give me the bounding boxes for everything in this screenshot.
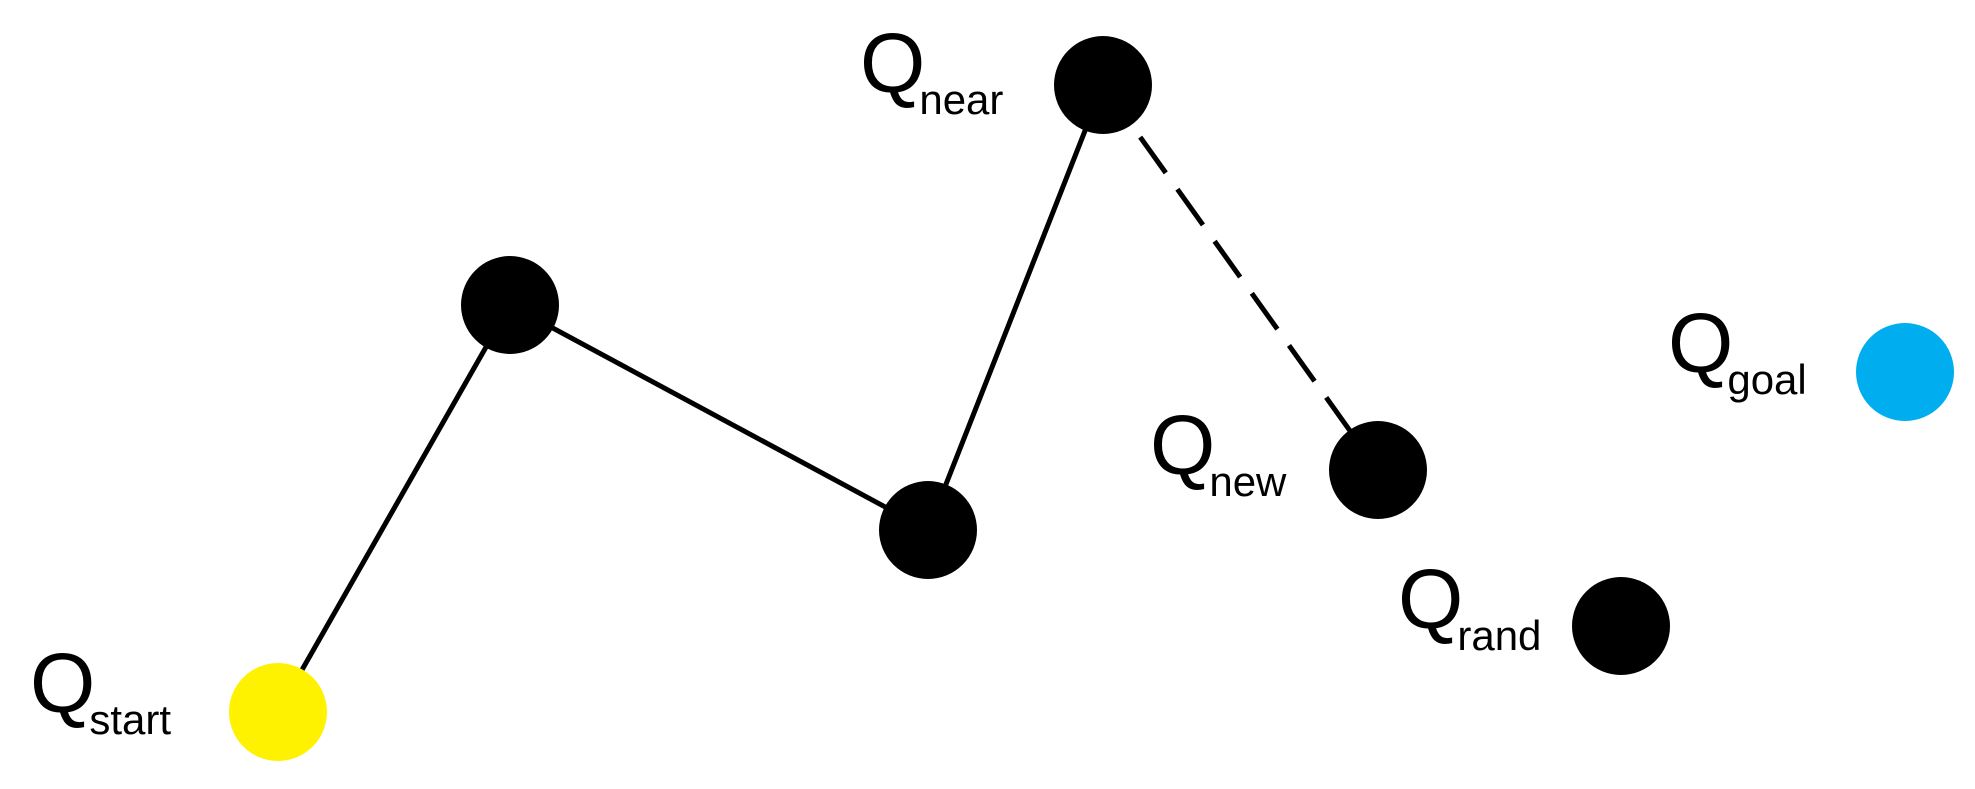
label-goal-symbol: Q [1668, 296, 1733, 390]
label-new-symbol: Q [1150, 398, 1215, 492]
label-near: Qnear [860, 16, 1003, 123]
label-near-symbol: Q [860, 16, 925, 110]
node-intermediate-1 [461, 256, 559, 354]
label-new: Qnew [1150, 398, 1287, 505]
edges [275, 82, 1381, 715]
edge-near-to-new-dashed [1100, 83, 1381, 472]
label-start-symbol: Q [30, 636, 95, 730]
label-goal-subscript: goal [1727, 356, 1806, 403]
node-goal [1856, 323, 1954, 421]
nodes [229, 36, 1954, 761]
label-rand-symbol: Q [1398, 552, 1463, 646]
node-intermediate-2 [879, 481, 977, 579]
edge-node2-to-near [925, 82, 1106, 533]
node-near [1054, 36, 1152, 134]
label-near-subscript: near [919, 76, 1003, 123]
edge-node1-to-node2 [507, 302, 931, 533]
node-start [229, 663, 327, 761]
node-rand [1572, 577, 1670, 675]
label-goal: Qgoal [1668, 296, 1807, 403]
label-start-subscript: start [89, 696, 171, 743]
labels: Qstart Qnear Qnew Qrand Qgoal [30, 16, 1807, 743]
label-new-subscript: new [1209, 458, 1287, 505]
edge-start-to-node1 [275, 302, 513, 715]
label-rand-subscript: rand [1457, 612, 1541, 659]
label-start: Qstart [30, 636, 171, 743]
node-new [1329, 421, 1427, 519]
label-rand: Qrand [1398, 552, 1541, 659]
